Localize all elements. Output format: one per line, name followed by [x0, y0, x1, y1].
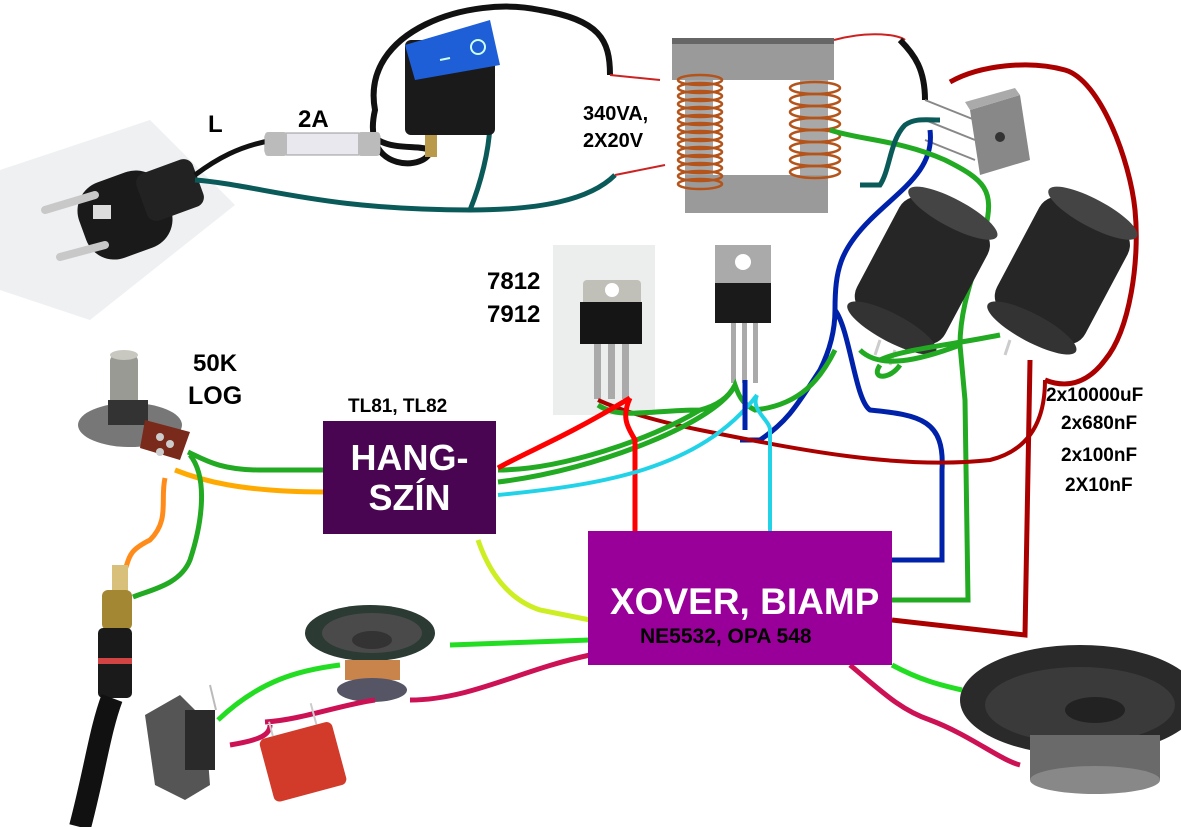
label-regulators-line2: 7912: [487, 301, 541, 328]
xover-block-chips: NE5532, OPA 548: [640, 625, 812, 648]
wire-dc-positive: [948, 62, 1139, 387]
wire-transformer-ct: [860, 117, 941, 188]
label-fuse-rating: 2A: [298, 106, 329, 133]
label-caps-1: 2x10000uF: [1046, 385, 1144, 406]
mains-plug: [0, 120, 235, 320]
potentiometer: [78, 350, 190, 460]
wire-reg-pos-out: [496, 395, 638, 545]
transformer: [672, 33, 906, 213]
capacitor-left: [847, 186, 998, 366]
xover-block-title: XOVER, BIAMP: [610, 581, 880, 622]
wire-pot-audio: [174, 467, 326, 495]
wire-mid-pos: [216, 637, 591, 722]
wire-dc-negative: [740, 129, 945, 563]
regulator-7912: [715, 245, 771, 383]
wire-bass-neg: [848, 663, 1021, 768]
wire-ground-bus: [497, 348, 838, 485]
wire-pot-wiper: [122, 477, 168, 571]
fuse: [264, 132, 381, 156]
label-regulators-line1: 7812: [487, 268, 541, 295]
tweeter: [145, 684, 217, 800]
label-pot-taper: LOG: [188, 382, 243, 410]
woofer-large: [960, 645, 1181, 794]
label-transformer-line1: 340VA,: [583, 103, 649, 125]
wire-bass-pos: [890, 662, 963, 693]
label-line: L: [208, 111, 223, 138]
label-pot-value: 50K: [193, 350, 238, 377]
label-tone-chips: TL81, TL82: [348, 396, 448, 417]
wire-pot-out: [186, 449, 325, 473]
film-capacitor: [259, 703, 347, 802]
wire-dc-pos-to-reg: [597, 379, 1047, 465]
label-transformer-line2: 2X20V: [583, 130, 644, 152]
rocker-switch: [405, 20, 500, 157]
wire-reg-neg-out: [497, 393, 772, 540]
label-caps-3: 2x100nF: [1061, 445, 1138, 466]
label-caps-4: 2X10nF: [1065, 475, 1133, 496]
tone-control-block: HANG- SZÍN: [323, 421, 496, 534]
wire-tone-out: [475, 539, 591, 623]
wire-pot-ground: [132, 453, 204, 600]
wire-mid-neg: [229, 652, 591, 748]
tone-block-line1: HANG-: [350, 436, 469, 478]
tone-block-line2: SZÍN: [368, 476, 451, 518]
wire-cap-ground: [858, 332, 1001, 603]
regulator-7812: [553, 245, 655, 415]
rca-jack: [69, 565, 132, 827]
crossover-biamp-block: XOVER, BIAMP NE5532, OPA 548: [588, 531, 892, 665]
wire-live: [193, 137, 276, 178]
label-caps-2: 2x680nF: [1061, 413, 1138, 434]
bridge-rectifier: [965, 88, 1030, 175]
capacitor-right: [987, 186, 1138, 356]
woofer-small: [305, 605, 435, 702]
